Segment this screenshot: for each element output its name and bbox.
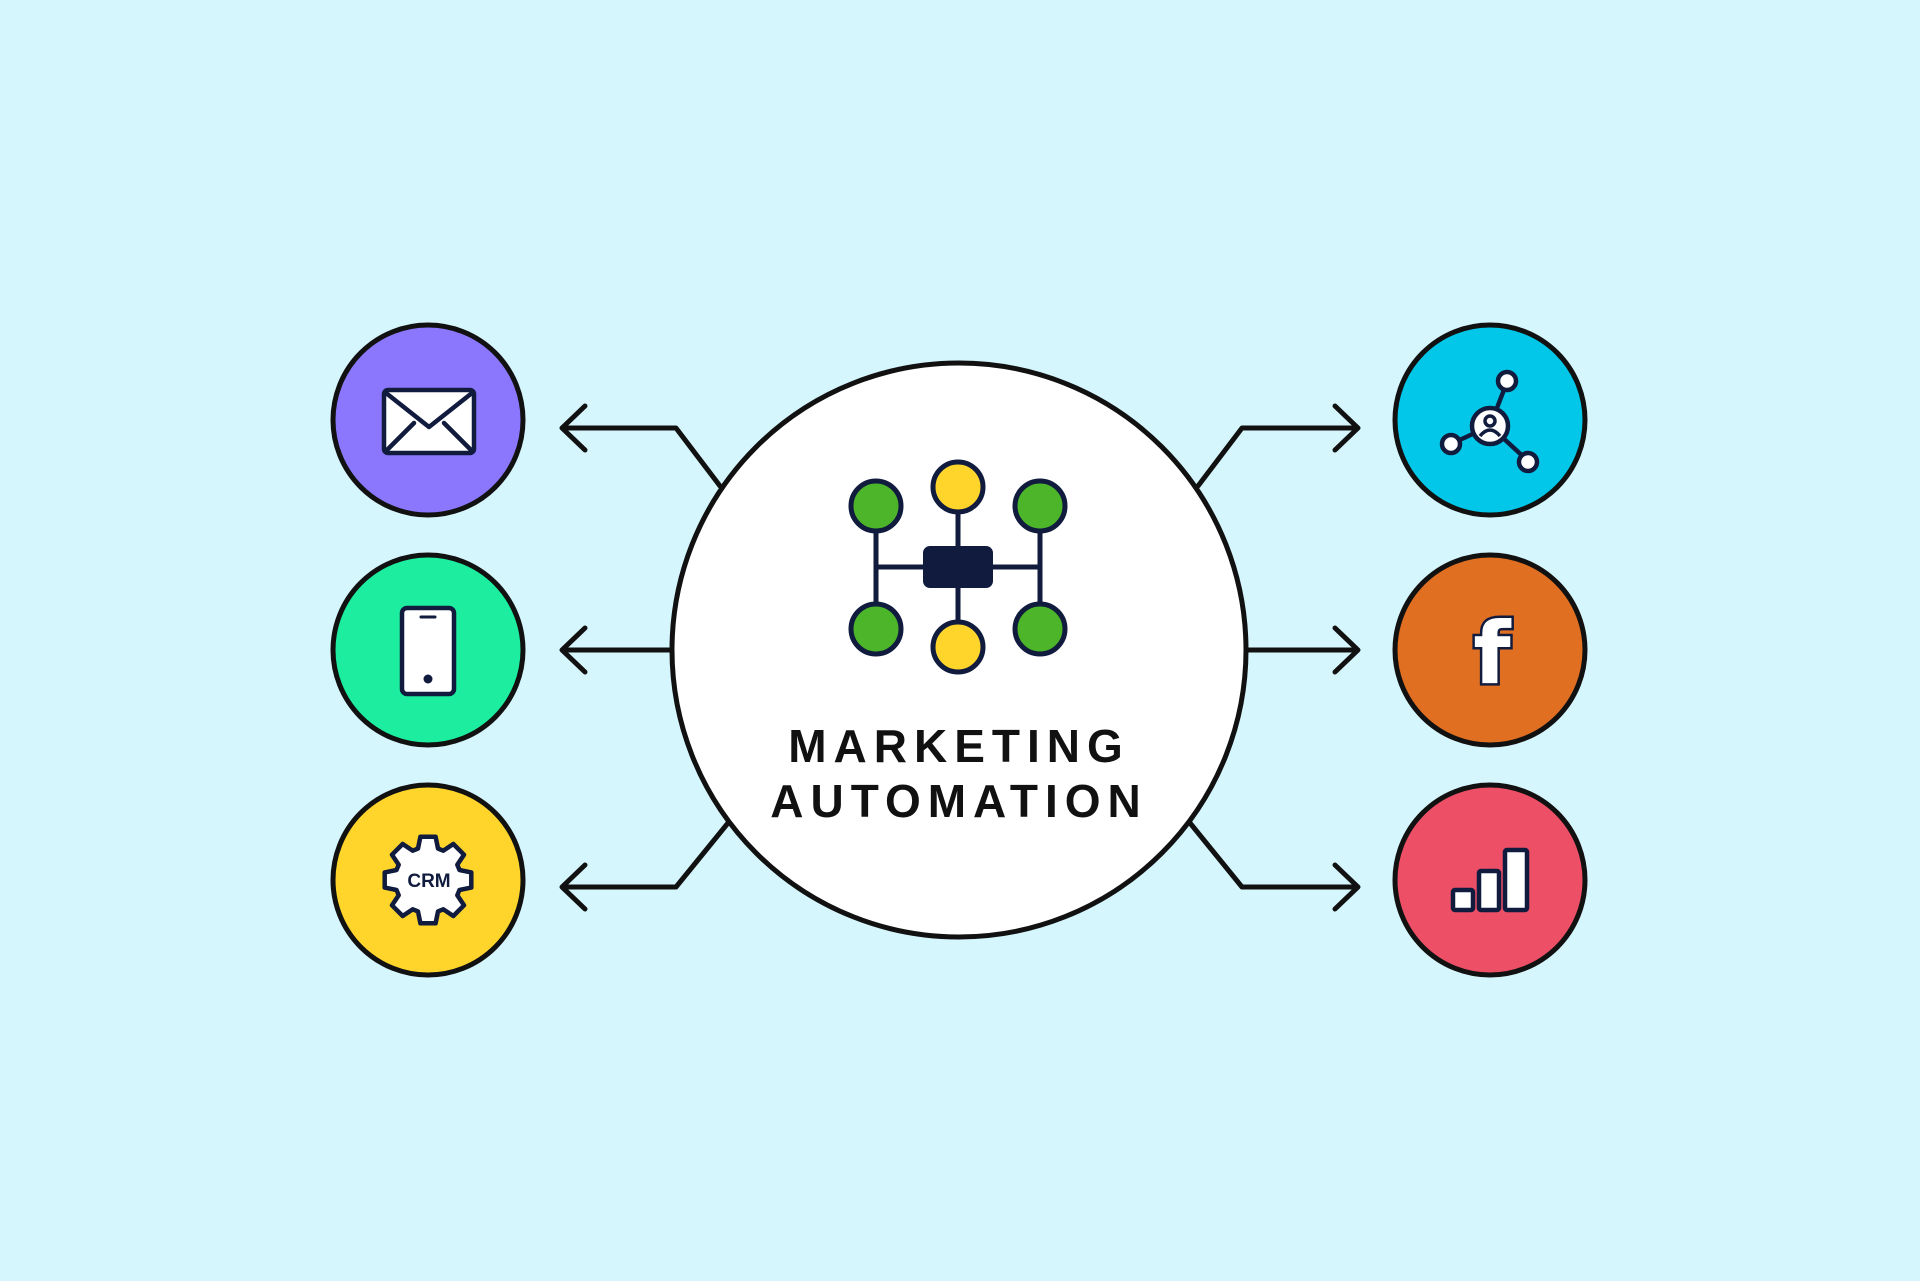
- smartphone-icon: [399, 605, 457, 697]
- arrow-to-analytics: [1187, 820, 1359, 890]
- channel-mobile: [330, 552, 526, 748]
- bar-chart-icon: [1450, 847, 1530, 913]
- workflow-node-yellow: [930, 619, 986, 675]
- channel-analytics: [1392, 782, 1588, 978]
- workflow-node-green: [848, 478, 904, 534]
- arrow-head-network: [1332, 403, 1361, 453]
- workflow-hub-node: [923, 546, 993, 588]
- arrow-head-mobile: [559, 625, 588, 675]
- workflow-node-green: [1012, 601, 1068, 657]
- network-nodes-icon: [1439, 369, 1540, 474]
- channel-crm: CRM: [330, 782, 526, 978]
- facebook-icon: f: [1473, 604, 1512, 704]
- crm-label: CRM: [407, 871, 450, 892]
- workflow-node-green: [1012, 478, 1068, 534]
- channel-facebook: f: [1392, 552, 1588, 748]
- channel-circle: [1392, 552, 1588, 748]
- central-hub: MARKETING AUTOMATION: [669, 360, 1249, 940]
- title-line-1: MARKETING: [788, 720, 1130, 772]
- arrow-to-network: [1195, 425, 1359, 489]
- title-line-2: AUTOMATION: [770, 775, 1148, 827]
- arrow-head-facebook: [1332, 625, 1361, 675]
- arrow-head-analytics: [1332, 862, 1361, 912]
- workflow-icon: [848, 459, 1068, 675]
- crm-gear-icon: CRM: [382, 834, 474, 926]
- arrow-head-email: [559, 403, 588, 453]
- arrow-to-email: [562, 425, 723, 489]
- channel-network: [1392, 322, 1588, 518]
- arrow-to-crm: [562, 820, 731, 890]
- connector-arrows: [559, 403, 1361, 912]
- channel-email: [330, 322, 526, 518]
- arrow-head-crm: [559, 862, 588, 912]
- workflow-node-green: [848, 601, 904, 657]
- workflow-node-yellow: [930, 459, 986, 515]
- envelope-icon: [381, 387, 477, 456]
